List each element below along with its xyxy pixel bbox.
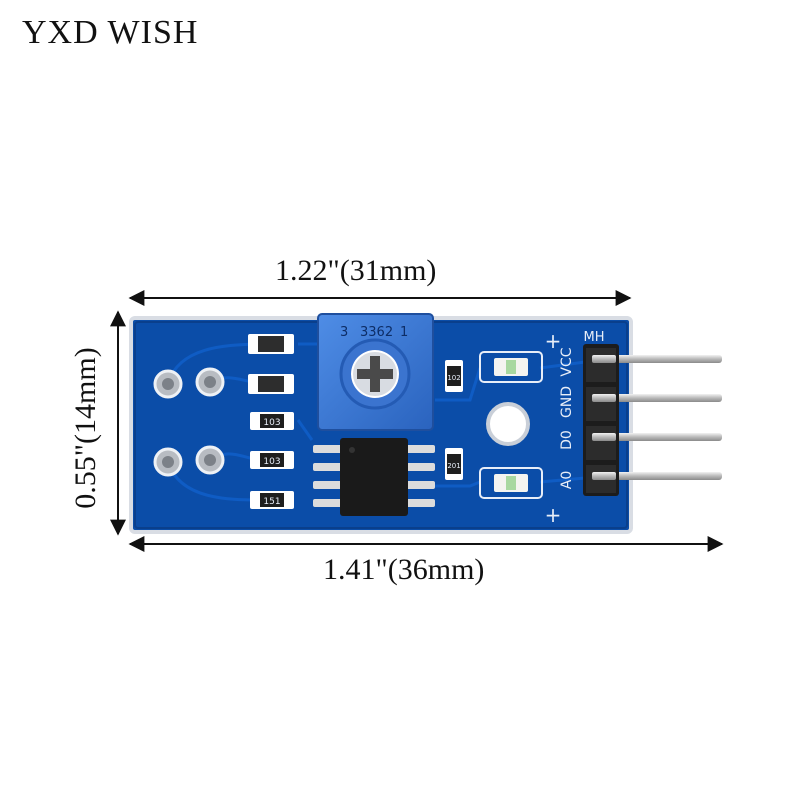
smd-resistor-3: 151: [250, 491, 294, 509]
smd-part-upper: 102: [445, 360, 463, 392]
smd-code-upper: 102: [447, 374, 460, 382]
pot-pin-mark-1: 1: [400, 325, 408, 340]
smd-part-lower: 201: [445, 448, 463, 480]
polarity-mark-bottom: +: [545, 503, 562, 527]
pin-label-gnd: GND: [559, 386, 575, 418]
pot-code: 3362: [360, 325, 393, 340]
smd-capacitor-1: [248, 334, 294, 354]
resistor-code-2: 103: [263, 457, 280, 467]
signal-led: [479, 467, 543, 499]
probe-pads: [153, 367, 225, 477]
top-width-label: 1.22"(31mm): [275, 254, 437, 287]
connector-header-label: MH: [584, 330, 605, 345]
pin-label-d0: D0: [559, 430, 575, 450]
smd-resistor-1: 103: [250, 412, 294, 430]
pot-pin-mark-3: 3: [340, 325, 348, 340]
smd-capacitor-2: [248, 374, 294, 394]
header-block: [583, 344, 619, 496]
bottom-width-label: 1.41"(36mm): [323, 553, 485, 586]
resistor-code-1: 103: [263, 418, 280, 428]
header-pins: [600, 355, 722, 480]
polarity-mark-top: +: [545, 329, 562, 353]
resistor-code-3: 151: [263, 497, 280, 507]
smd-resistor-2: 103: [250, 451, 294, 469]
pin-label-a0: A0: [559, 471, 575, 489]
brand-logo-text: YXD WISH: [22, 14, 199, 51]
trim-potentiometer: 3 3362 1: [317, 313, 434, 431]
mounting-hole: [486, 402, 530, 446]
ic-chip: [313, 438, 435, 516]
pin-label-vcc: VCC: [559, 347, 575, 376]
power-led: [479, 351, 543, 383]
smd-code-lower: 201: [447, 462, 460, 470]
